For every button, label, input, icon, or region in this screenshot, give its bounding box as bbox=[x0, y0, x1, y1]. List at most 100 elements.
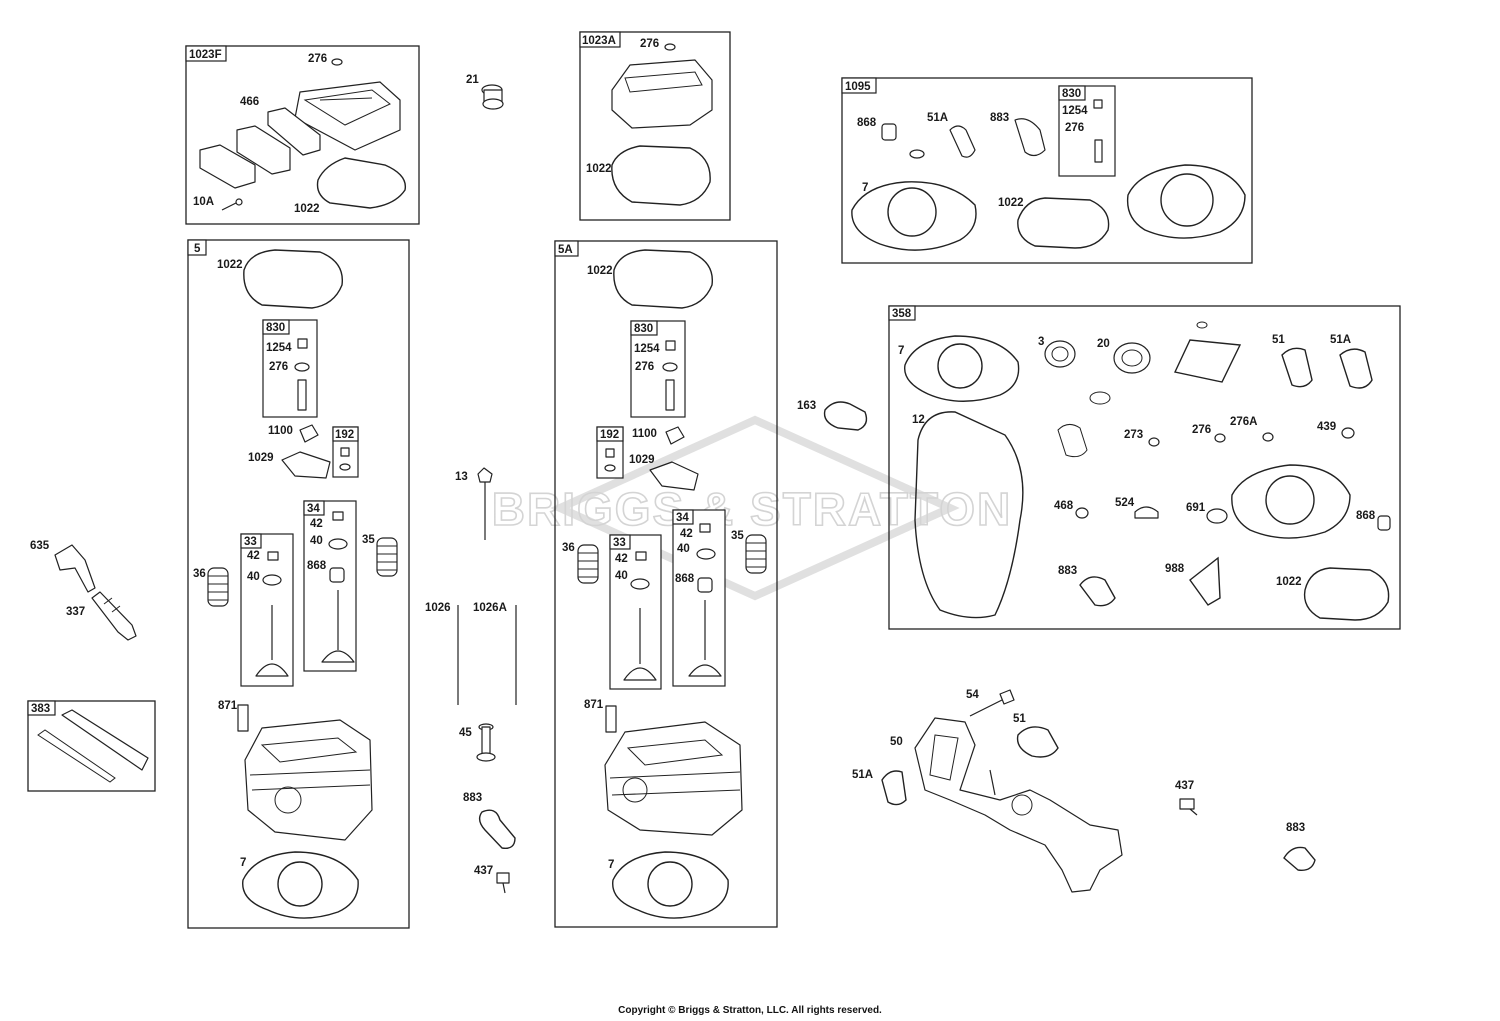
exhaust-valve-part[interactable] bbox=[321, 590, 355, 663]
washer-part[interactable] bbox=[1148, 437, 1160, 447]
breather-plate-part[interactable] bbox=[199, 125, 291, 189]
rocker-arm-part[interactable] bbox=[281, 451, 331, 479]
gasket-part[interactable] bbox=[611, 145, 711, 206]
gasket-part[interactable] bbox=[1281, 347, 1313, 388]
rocker-arm-part[interactable] bbox=[649, 461, 699, 491]
dowel-pin-part[interactable] bbox=[605, 705, 617, 733]
gasket-part[interactable] bbox=[1283, 846, 1316, 871]
nut-part[interactable] bbox=[297, 338, 308, 349]
valve-spring-part[interactable] bbox=[207, 567, 229, 607]
keeper-part[interactable] bbox=[635, 551, 647, 561]
gasket-part[interactable] bbox=[1339, 348, 1373, 389]
part-label: 40 bbox=[615, 570, 628, 582]
nut-part[interactable] bbox=[340, 447, 350, 457]
intake-valve-part[interactable] bbox=[255, 605, 289, 677]
intake-valve-part[interactable] bbox=[623, 608, 657, 681]
pivot-part[interactable] bbox=[665, 426, 685, 445]
oil-seal-part[interactable] bbox=[1113, 342, 1151, 374]
seal-part[interactable] bbox=[329, 567, 345, 583]
retainer-part[interactable] bbox=[630, 578, 650, 590]
stud-part[interactable] bbox=[297, 379, 307, 411]
part-label: 3 bbox=[1038, 336, 1044, 348]
stud-part[interactable] bbox=[665, 379, 675, 411]
washer-part[interactable] bbox=[1262, 432, 1274, 442]
bolt-part[interactable] bbox=[477, 467, 493, 540]
tappet-part[interactable] bbox=[476, 723, 496, 762]
seal-part[interactable] bbox=[881, 123, 897, 141]
gasket-part[interactable] bbox=[1014, 118, 1046, 157]
dowel-pin-part[interactable] bbox=[237, 704, 249, 732]
seal-part[interactable] bbox=[697, 577, 713, 593]
washer-part[interactable] bbox=[1075, 507, 1089, 519]
keeper-part[interactable] bbox=[332, 511, 344, 521]
nut-part[interactable] bbox=[1093, 99, 1103, 109]
breather-gasket-part[interactable] bbox=[1173, 339, 1242, 383]
washer-part[interactable] bbox=[664, 43, 676, 51]
spark-plug-boot-part[interactable] bbox=[54, 544, 96, 593]
group-192-label: 192 bbox=[600, 429, 619, 441]
keeper-part[interactable] bbox=[267, 551, 279, 561]
oil-plug-part[interactable] bbox=[481, 84, 504, 110]
screw-part[interactable] bbox=[496, 872, 510, 894]
washer-part[interactable] bbox=[1089, 391, 1111, 405]
valve-spring-part[interactable] bbox=[376, 537, 398, 577]
gasket-part[interactable] bbox=[881, 770, 907, 806]
cylinder-head-part[interactable] bbox=[604, 721, 743, 836]
spark-plug-wrench-part[interactable] bbox=[37, 709, 149, 783]
head-gasket-part[interactable] bbox=[612, 851, 729, 919]
retainer-part[interactable] bbox=[328, 538, 348, 550]
washer-part[interactable] bbox=[662, 362, 678, 372]
seal-part[interactable] bbox=[1377, 515, 1391, 531]
gasket-part[interactable] bbox=[316, 157, 407, 209]
keeper-part[interactable] bbox=[699, 523, 711, 533]
washer-part[interactable] bbox=[604, 464, 616, 472]
intake-manifold-part[interactable] bbox=[914, 717, 1123, 893]
valve-cover-part[interactable] bbox=[611, 59, 713, 129]
gasket-part[interactable] bbox=[1016, 726, 1059, 758]
head-gasket-part[interactable] bbox=[851, 181, 977, 251]
pivot-part[interactable] bbox=[299, 424, 319, 443]
exhaust-valve-part[interactable] bbox=[688, 600, 722, 677]
gasket-part[interactable] bbox=[613, 249, 714, 309]
gasket-part[interactable] bbox=[243, 249, 344, 309]
oil-seal-part[interactable] bbox=[1044, 340, 1076, 368]
screw-part[interactable] bbox=[1179, 798, 1198, 816]
oil-seal-part[interactable] bbox=[1206, 508, 1228, 524]
nut-part[interactable] bbox=[605, 448, 615, 458]
retainer-part[interactable] bbox=[696, 548, 716, 560]
gasket-part[interactable] bbox=[949, 125, 976, 158]
washer-part[interactable] bbox=[909, 149, 925, 159]
washer-part[interactable] bbox=[339, 463, 351, 471]
valve-spring-part[interactable] bbox=[577, 544, 599, 584]
group-830-label: 830 bbox=[266, 322, 285, 334]
bolt-part[interactable] bbox=[969, 689, 1015, 717]
nut-part[interactable] bbox=[665, 340, 676, 351]
part-label: 337 bbox=[66, 606, 85, 618]
head-gasket-part[interactable] bbox=[242, 851, 359, 919]
valve-spring-part[interactable] bbox=[745, 534, 767, 574]
screw-part[interactable] bbox=[221, 198, 243, 211]
gasket-part[interactable] bbox=[1079, 576, 1116, 607]
cylinder-head-part[interactable] bbox=[244, 719, 373, 841]
gasket-part[interactable] bbox=[1017, 197, 1110, 249]
washer-part[interactable] bbox=[294, 362, 310, 372]
head-gasket-part[interactable] bbox=[1126, 164, 1246, 239]
spark-plug-part[interactable] bbox=[91, 591, 137, 641]
gasket-part[interactable] bbox=[1303, 567, 1390, 621]
gasket-part[interactable] bbox=[823, 401, 868, 431]
crankcase-gasket-part[interactable] bbox=[914, 411, 1024, 619]
head-gasket-part[interactable] bbox=[1231, 464, 1351, 539]
gasket-part[interactable] bbox=[1057, 424, 1088, 458]
valve-cover-part[interactable] bbox=[294, 81, 401, 151]
washer-part[interactable] bbox=[1214, 433, 1226, 443]
cover-gasket-part[interactable] bbox=[267, 107, 321, 156]
gasket-part[interactable] bbox=[478, 809, 516, 849]
washer-part[interactable] bbox=[1341, 427, 1355, 439]
head-gasket-part[interactable] bbox=[904, 335, 1020, 402]
stud-part[interactable] bbox=[1094, 139, 1103, 163]
plug-part[interactable] bbox=[1134, 506, 1159, 519]
washer-part[interactable] bbox=[331, 58, 343, 66]
part-label: 868 bbox=[1356, 510, 1376, 522]
retainer-part[interactable] bbox=[262, 574, 282, 586]
gasket-part[interactable] bbox=[1189, 556, 1221, 606]
